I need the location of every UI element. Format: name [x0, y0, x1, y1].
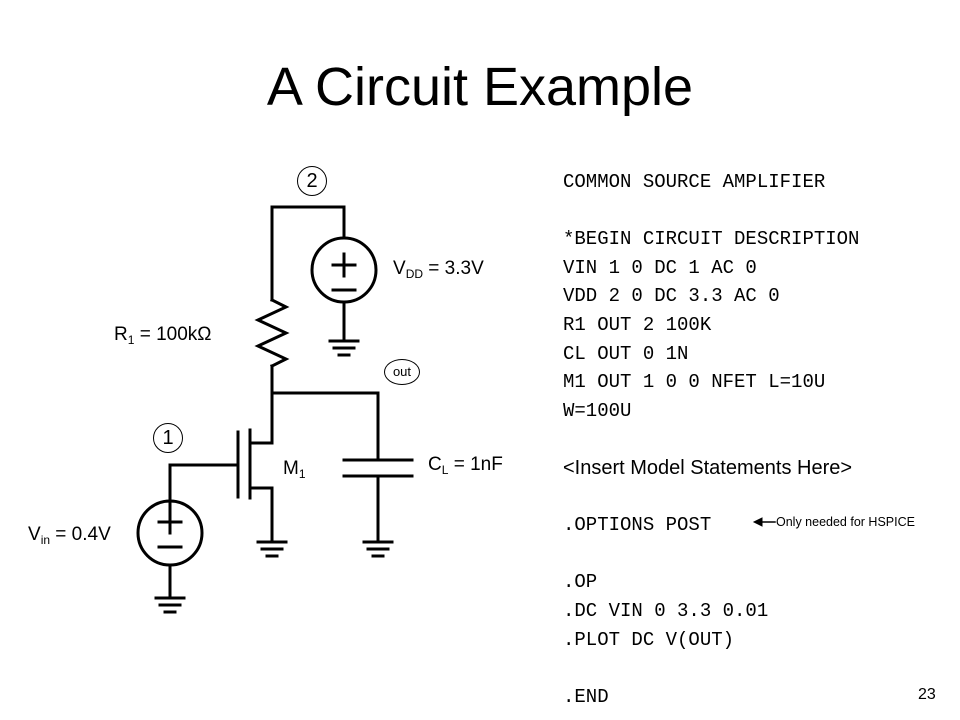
ground-vdd-symbol: [328, 339, 360, 357]
netlist-line: [563, 483, 859, 512]
netlist-line: .OP: [563, 571, 598, 594]
m1-label: M1: [283, 458, 306, 481]
netlist-line: .END: [563, 685, 609, 708]
netlist-line: M1 OUT 1 0 0 NFET L=10U: [563, 371, 826, 394]
netlist-line: R1 OUT 2 100K: [563, 313, 712, 336]
netlist-line: [563, 425, 859, 454]
slide-title: A Circuit Example: [266, 57, 694, 117]
ground-m1-symbol: [256, 540, 288, 558]
wire-out-node: [270, 391, 380, 462]
wire-m1-source: [248, 486, 274, 544]
vdd-plus-glyph: [331, 252, 357, 278]
netlist-line: *BEGIN CIRCUIT DESCRIPTION: [563, 228, 860, 251]
r1-label: R1 = 100kΩ: [114, 324, 212, 347]
page-number: 23: [918, 686, 936, 703]
netlist-line: COMMON SOURCE AMPLIFIER: [563, 171, 826, 193]
netlist-line: [563, 540, 859, 569]
vin-label: Vin = 0.4V: [28, 524, 111, 547]
hspice-note-arrowhead: [752, 517, 763, 527]
netlist-line: [563, 654, 859, 683]
netlist-model-placeholder: <Insert Model Statements Here>: [563, 456, 853, 479]
netlist-line: [563, 197, 859, 226]
netlist-line: CL OUT 0 1N: [563, 342, 689, 365]
ground-cl-symbol: [362, 540, 394, 558]
hspice-note: Only needed for HSPICE: [776, 515, 915, 529]
node-1-label: 1: [153, 423, 183, 453]
vin-plus-glyph: [157, 509, 183, 535]
netlist-line: VDD 2 0 DC 3.3 AC 0: [563, 285, 780, 308]
capacitor-cl-symbol: [342, 458, 414, 478]
wire-node-2: [270, 205, 346, 240]
netlist-line: .DC VIN 0 3.3 0.01: [563, 599, 769, 622]
netlist-line: W=100U: [563, 399, 632, 422]
node-2-label: 2: [297, 166, 327, 196]
netlist-line: .PLOT DC V(OUT): [563, 628, 735, 651]
vdd-label: VDD = 3.3V: [393, 258, 484, 281]
spice-netlist: COMMON SOURCE AMPLIFIER *BEGIN CIRCUIT D…: [563, 168, 859, 711]
netlist-line: .OPTIONS POST: [563, 514, 712, 537]
netlist-line: VIN 1 0 DC 1 AC 0: [563, 256, 757, 279]
wire-m1-drain: [248, 391, 274, 445]
node-out-label: out: [384, 359, 420, 385]
resistor-r1-symbol: [254, 297, 290, 369]
ground-vin-symbol: [154, 596, 186, 614]
cl-label: CL = 1nF: [428, 454, 503, 477]
